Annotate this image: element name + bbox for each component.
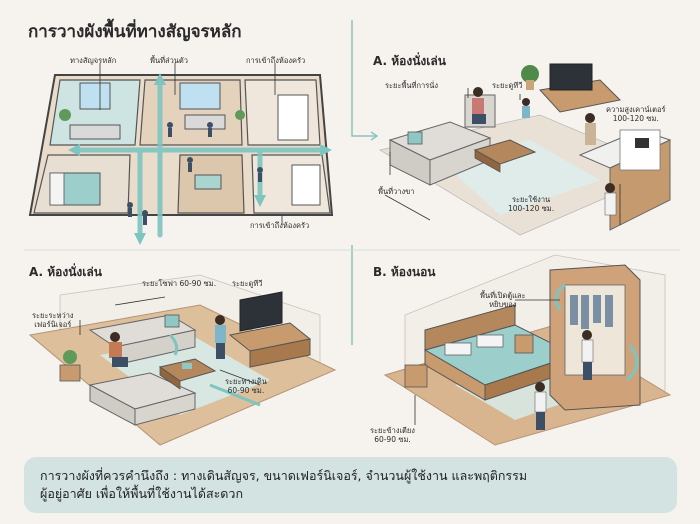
- summary-note: การวางผังที่ควรคำนึงถึง : ทางเดินสัญจร, …: [24, 457, 677, 513]
- circulation-floor-plan: [28, 63, 334, 245]
- sofa-distance-label: ระยะโซฟา 60-90 ซม.: [142, 279, 217, 288]
- counter-height-value: 100-120 ซม.: [612, 113, 659, 123]
- kitchen-access-bottom-label: การเข้าถึงห้องครัว: [250, 221, 310, 230]
- bedside-distance-value: 60-90 ซม.: [374, 434, 411, 444]
- personal-space-label: พื้นที่ส่วนตัว: [150, 56, 189, 65]
- bedroom-illustration: [383, 254, 672, 446]
- living-room-top-illustration: [378, 63, 672, 236]
- living-room-bottom-title: A. ห้องนั่งเล่น: [29, 265, 102, 279]
- usable-distance-value: 100-120 ซม.: [508, 203, 555, 213]
- walking-distance-text: ระยะทางเดิน: [225, 377, 267, 386]
- seating-distance-label: ระยะพื้นที่การนั่ง: [385, 81, 439, 90]
- counter-height-label: ความสูงเคาน์เตอร์ 100-120 ซม.: [606, 105, 666, 123]
- bedside-distance-label: ระยะข้างเตียง 60-90 ซม.: [370, 426, 415, 444]
- living-room-top-title: A. ห้องนั่งเล่น: [373, 54, 446, 68]
- between-furniture-line1: ระยะระหว่าง: [32, 311, 74, 320]
- walking-distance-label: ระยะทางเดิน 60-90 ซม.: [225, 377, 267, 395]
- summary-line-2: ผู้อยู่อาศัย เพื่อให้พื้นที่ใช้งานได้สะด…: [40, 486, 244, 502]
- wardrobe-space-line2: หยิบของ: [489, 299, 517, 309]
- between-furniture-line2: เฟอร์นิเจอร์: [34, 319, 72, 329]
- counter-height-text: ความสูงเคาน์เตอร์: [606, 105, 666, 114]
- legroom-label: พื้นที่วางขา: [378, 187, 415, 196]
- circulation-plan-title: การวางผังพื้นที่ทางสัญจรหลัก: [28, 22, 242, 42]
- usable-distance-label: ระยะใช้งาน 100-120 ซม.: [508, 195, 555, 213]
- usable-distance-text: ระยะใช้งาน: [511, 195, 551, 204]
- kitchen-access-top-label: การเข้าถึงห้องครัว: [246, 56, 306, 65]
- bedroom-title: B. ห้องนอน: [373, 265, 436, 279]
- wardrobe-space-line1: พื้นที่เปิดตู้และ: [480, 291, 526, 300]
- walking-distance-value: 60-90 ซม.: [227, 385, 265, 395]
- tv-distance-bottom-label: ระยะดูทีวี: [232, 279, 263, 288]
- summary-line-1: การวางผังที่ควรคำนึงถึง : ทางเดินสัญจร, …: [40, 468, 528, 483]
- main-path-label: ทางสัญจรหลัก: [70, 56, 117, 65]
- living-room-bottom-illustration: [28, 274, 337, 446]
- wardrobe-space-label: พื้นที่เปิดตู้และ หยิบของ: [480, 291, 526, 309]
- between-furniture-label: ระยะระหว่าง เฟอร์นิเจอร์: [32, 311, 74, 329]
- bedside-distance-text: ระยะข้างเตียง: [370, 426, 415, 435]
- tv-distance-top-label: ระยะดูทีวี: [492, 81, 523, 90]
